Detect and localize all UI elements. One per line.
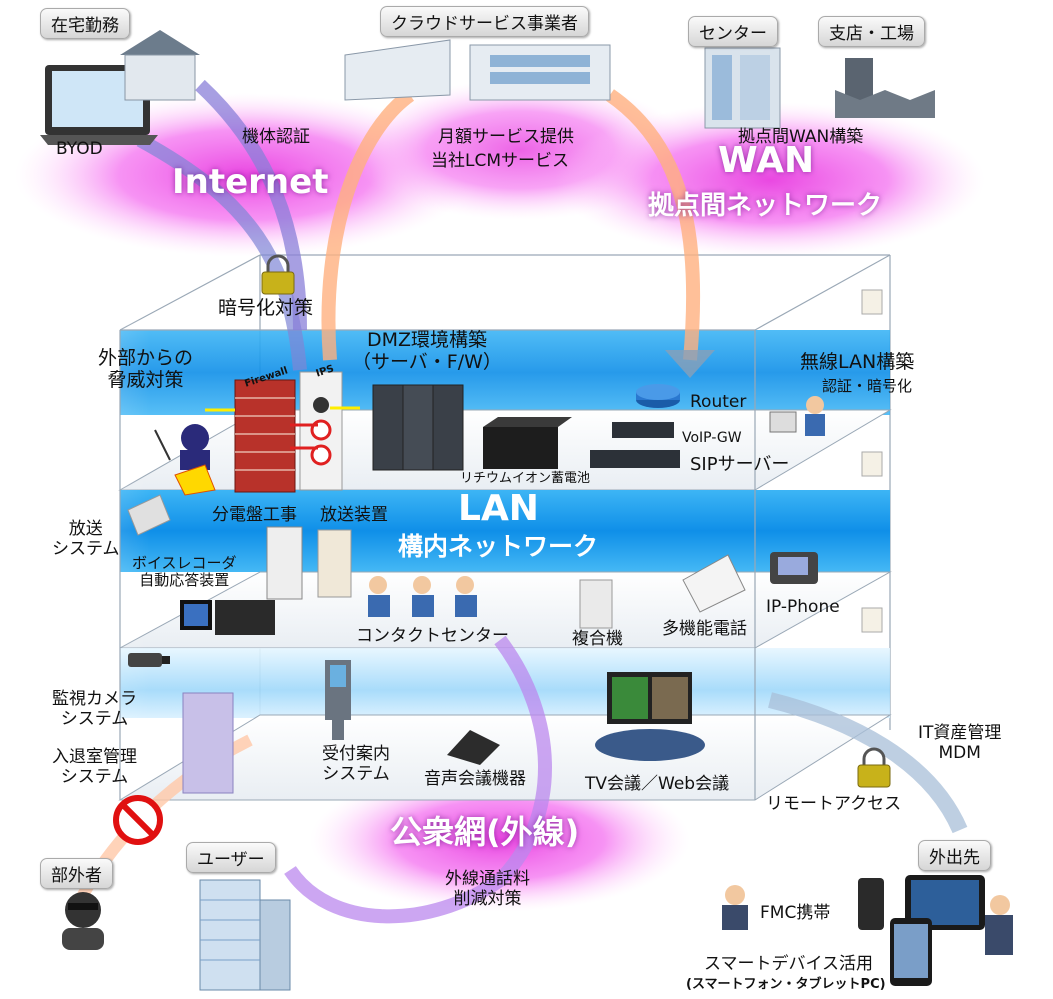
lcm-service-label: 当社LCMサービス [431, 151, 570, 171]
ip-phone-label: IP-Phone [766, 597, 840, 617]
user-tag: ユーザー [186, 842, 276, 873]
tablet-icon [905, 875, 985, 930]
outsider-person-icon [62, 892, 104, 950]
router-icon [636, 384, 680, 408]
factory-icon [835, 58, 935, 118]
wan-label: WAN [718, 140, 815, 181]
home-work-tag: 在宅勤務 [40, 8, 130, 39]
wireless-lan-sub-label: 認証・暗号化 [822, 377, 913, 395]
video-conference-icon [595, 672, 705, 761]
internet-up-arrow [195, 79, 307, 331]
broadcast-device-icon [317, 529, 352, 598]
lithium-battery-icon [483, 417, 572, 469]
multifunction-phone-icon [682, 554, 746, 613]
office-tower-icon [199, 879, 291, 991]
smart-device-label: スマートデバイス活用 [704, 954, 873, 974]
public-net-arrow [284, 635, 552, 924]
wan-build-label: 拠点間WAN構築 [738, 127, 864, 147]
call-cost-label: 外線通話料 削減対策 [445, 869, 530, 909]
firewall-icon [234, 379, 296, 493]
voice-recorder-label: ボイスレコーダ 自動応答装置 [132, 554, 237, 590]
speaker-icon [127, 494, 171, 536]
public-network-cloud [310, 768, 690, 912]
threat-arrows [205, 406, 360, 450]
center-building-icon [704, 47, 781, 129]
business-person-icon [985, 895, 1013, 955]
device-auth-label: 機体認証 [242, 127, 310, 147]
wan-arrow [606, 89, 701, 361]
voip-gw-label: VoIP-GW [682, 430, 742, 446]
lan-band [120, 490, 890, 572]
door-icon [182, 692, 234, 794]
camera-system-label: 監視カメラ システム [52, 689, 137, 729]
reception-kiosk-icon [325, 660, 351, 740]
cloud-service-arrow [321, 89, 415, 361]
encryption-label: 暗号化対策 [218, 297, 314, 319]
contact-center-operators-icon [368, 576, 477, 617]
remote-access-arrow [768, 692, 968, 834]
tv-conference-label: TV会議／Web会議 [585, 774, 730, 794]
padlock-icon-remote [857, 747, 891, 788]
broadcast-system-label: 放送 システム [52, 519, 120, 559]
ips-icon [299, 371, 343, 491]
ip-phone-icon [770, 552, 818, 584]
attacker-devil-icon [154, 424, 216, 496]
branch-factory-tag: 支店・工場 [818, 16, 925, 47]
lan-subtitle: 構内ネットワーク [398, 532, 599, 561]
distribution-panel-icon [266, 526, 303, 600]
office-worker-icon [769, 396, 825, 436]
router-label: Router [690, 392, 747, 412]
byod-label: BYOD [56, 139, 103, 159]
lower-blue-band [120, 648, 890, 718]
server-rack-icon [372, 384, 464, 471]
fmc-phone-label: FMC携帯 [760, 903, 831, 923]
battery-label: リチウムイオン蓄電池 [460, 471, 591, 486]
wireless-ap-icon [861, 289, 883, 633]
sip-server-icon [590, 450, 680, 468]
security-camera-icon [128, 653, 170, 667]
center-tag: センター [688, 16, 778, 47]
smartphone-icon [890, 918, 932, 986]
padlock-icon [261, 254, 295, 295]
house-icon [120, 30, 200, 101]
broadcast-device-label: 放送装置 [320, 505, 388, 525]
entry-system-label: 入退室管理 システム [52, 747, 137, 787]
multifunction-phone-label: 多機能電話 [662, 619, 747, 639]
conference-phone-icon [447, 730, 500, 765]
monthly-service-label: 月額サービス提供 [438, 127, 574, 147]
wireless-lan-label: 無線LAN構築 [800, 351, 915, 373]
wan-sub-label: 拠点間ネットワーク [648, 191, 883, 221]
fmc-phone-icon [858, 878, 884, 930]
dmz-label: DMZ環境構築 （サーバ・F/W） [352, 329, 502, 373]
voice-recorder-icon [180, 600, 275, 635]
cloud-provider-tag: クラウドサービス事業者 [380, 6, 589, 37]
outside-tag: 外出先 [918, 840, 991, 871]
internet-label: Internet [172, 162, 329, 202]
remote-access-label: リモートアクセス [766, 794, 902, 814]
outsider-tag: 部外者 [40, 858, 113, 889]
threat-label: 外部からの 脅威対策 [98, 347, 194, 391]
contact-center-label: コンタクトセンター [356, 626, 509, 646]
audio-conf-label: 音声会議機器 [424, 769, 526, 789]
panel-work-label: 分電盤工事 [212, 505, 297, 525]
it-asset-mdm-label: IT資産管理 MDM [918, 723, 1002, 763]
reception-system-label: 受付案内 システム [322, 744, 390, 784]
cloud-provider-building-icon [344, 39, 611, 101]
multifunction-printer-icon [579, 579, 613, 629]
mfp-label: 複合機 [572, 629, 623, 649]
mobile-user-icon [722, 885, 748, 930]
lan-title: LAN [458, 488, 539, 529]
smart-device-sub-label: (スマートフォン・タブレットPC) [686, 977, 886, 992]
sip-server-label: SIPサーバー [690, 454, 790, 475]
no-entry-icon [113, 795, 163, 845]
public-network-label: 公衆網(外線) [390, 813, 580, 851]
voip-gateway-icon [612, 422, 674, 438]
